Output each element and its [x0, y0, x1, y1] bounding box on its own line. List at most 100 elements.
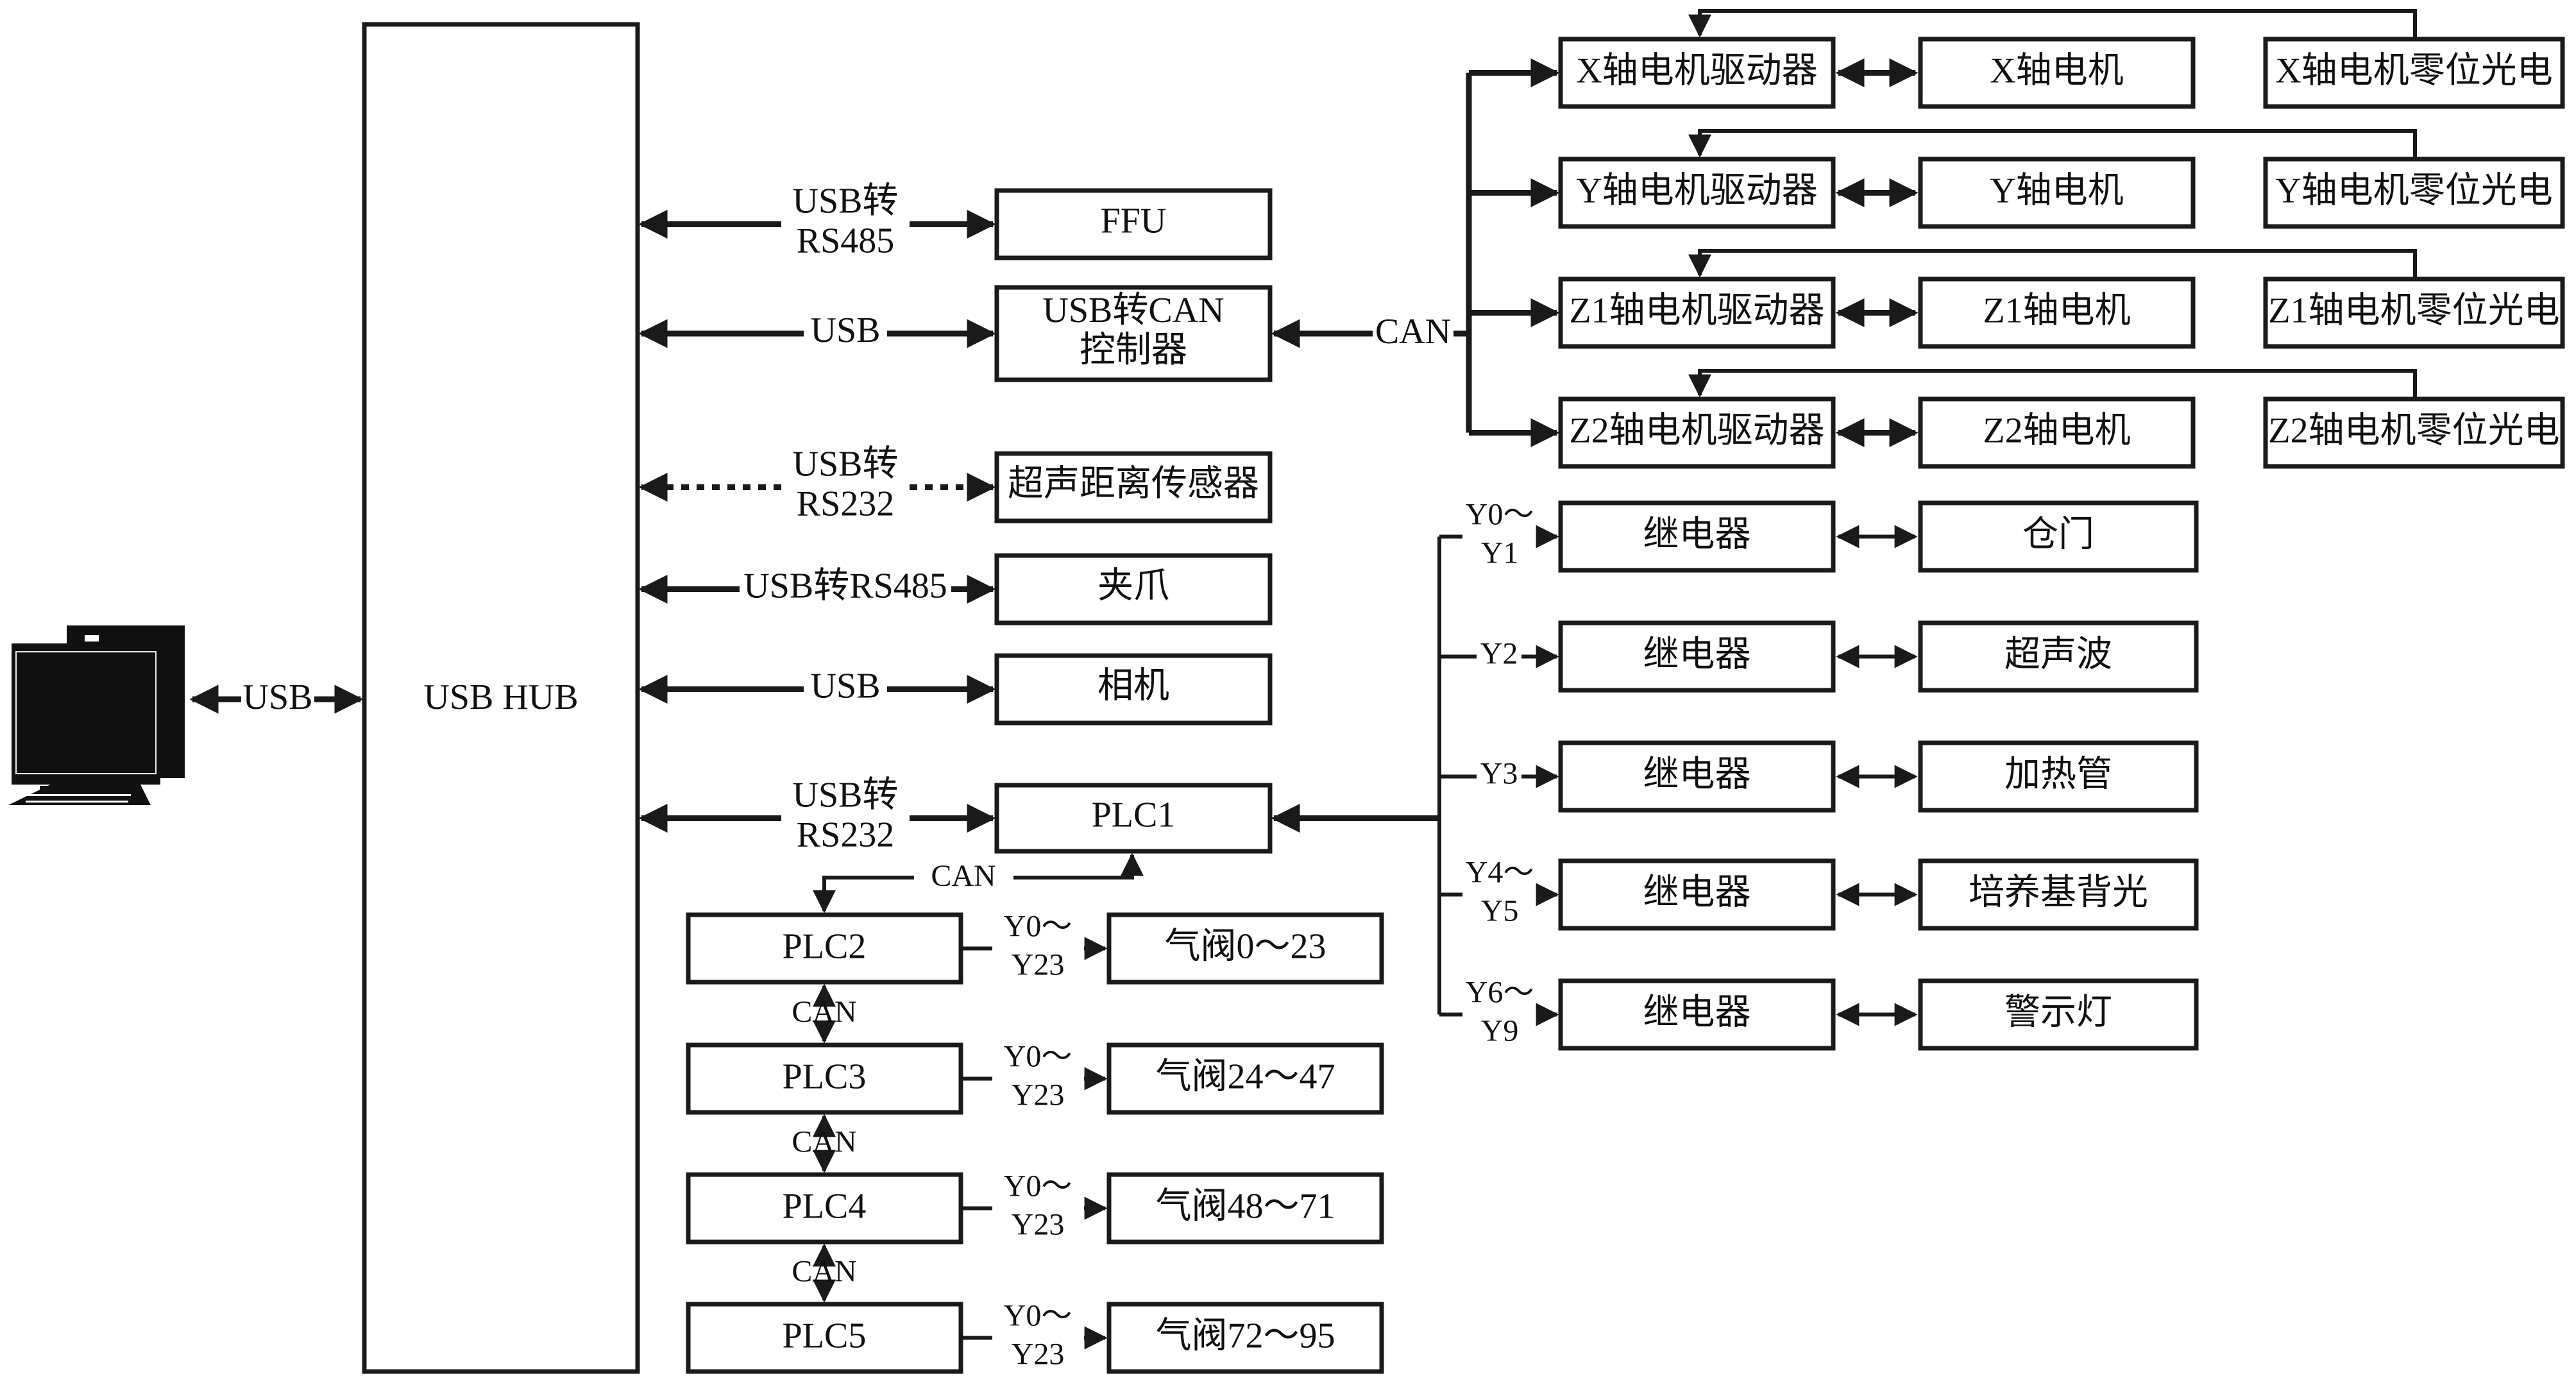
- motor-driver-label: Z1轴电机驱动器: [1569, 291, 1824, 330]
- plc-port-label: Y23: [1012, 948, 1065, 982]
- plc1-port-label: Y0～: [1466, 498, 1534, 532]
- hub-link-label: USB: [811, 666, 881, 706]
- plc1-port-label: Y3: [1480, 757, 1518, 791]
- plc-can-label: CAN: [792, 1125, 856, 1159]
- plc-can-label: CAN: [792, 995, 856, 1029]
- plc-port-label: Y0～: [1004, 1169, 1072, 1203]
- can-bus-label: CAN: [1375, 312, 1451, 352]
- hub-link-label: USB转: [793, 775, 899, 815]
- hub-link-label: RS232: [797, 484, 895, 523]
- zero-sensor-label: Y轴电机零位光电: [2275, 171, 2552, 210]
- plc1-port-label: Y1: [1481, 536, 1519, 570]
- valve-label: 气阀24～47: [1156, 1057, 1335, 1096]
- usb-hub-box: [362, 22, 640, 1374]
- usb-can-controller-box-label: USB转CAN: [1042, 291, 1224, 330]
- usb-can-controller-box: [994, 285, 1273, 382]
- plc1-port-label: Y2: [1480, 637, 1518, 671]
- gripper-box-label: 夹爪: [1097, 566, 1169, 606]
- plc-box: [686, 1172, 963, 1245]
- plc-label: PLC2: [783, 926, 867, 966]
- ffu-box-label: FFU: [1101, 201, 1167, 241]
- motor-driver-box: [1558, 276, 1836, 349]
- gripper-box: [994, 553, 1273, 625]
- plc-port-label: Y23: [1012, 1338, 1065, 1372]
- plc1-port-label: Y5: [1481, 894, 1519, 928]
- motor-label: Z1轴电机: [1983, 291, 2130, 330]
- device-box: [1918, 740, 2199, 813]
- computer-usb-label: USB: [243, 677, 313, 717]
- plc-port-label: Y23: [1012, 1078, 1065, 1112]
- device-box: [1918, 620, 2199, 693]
- motor-box: [1918, 396, 2196, 469]
- zero-sensor-label: X轴电机零位光电: [2275, 51, 2552, 90]
- motor-driver-label: Z2轴电机驱动器: [1569, 411, 1824, 450]
- plc-can-label: CAN: [792, 1255, 856, 1289]
- plc-port-label: Y23: [1012, 1208, 1065, 1242]
- valve-label: 气阀48～71: [1156, 1186, 1335, 1226]
- plc1-plc2-can-line-left: [813, 876, 914, 913]
- device-label: 超声波: [2004, 634, 2112, 674]
- relay-label: 继电器: [1643, 992, 1751, 1032]
- device-box: [1918, 500, 2199, 573]
- plc1-port-label: Y9: [1481, 1014, 1519, 1048]
- zero-sensor-label: Z2轴电机零位光电: [2268, 411, 2559, 450]
- plc-can-label: CAN: [931, 859, 996, 893]
- device-label: 仓门: [2022, 514, 2094, 554]
- usb-can-controller-box-label: 控制器: [1080, 330, 1187, 370]
- relay-label: 继电器: [1643, 754, 1751, 794]
- motor-label: Z2轴电机: [1983, 411, 2130, 450]
- hub-link-label: RS232: [797, 815, 895, 854]
- device-label: 加热管: [2004, 754, 2112, 794]
- valve-box: [1106, 1042, 1384, 1115]
- relay-label: 继电器: [1643, 514, 1751, 554]
- zero-sensor-label: Z1轴电机零位光电: [2268, 291, 2559, 330]
- valve-label: 气阀72～95: [1156, 1316, 1335, 1355]
- plc-label: PLC4: [783, 1186, 867, 1226]
- zero-sensor-box: [2263, 396, 2565, 469]
- relay-box: [1558, 500, 1836, 573]
- relay-box: [1558, 620, 1836, 693]
- motor-box: [1918, 157, 2196, 229]
- desktop-computer-icon: [8, 625, 185, 810]
- motor-driver-box: [1558, 396, 1836, 469]
- sensor-feedback-line: [1688, 9, 2417, 39]
- relay-label: 继电器: [1643, 872, 1751, 912]
- ffu-box: [994, 188, 1273, 260]
- plc-port-label: Y0～: [1004, 1040, 1072, 1074]
- motor-box: [1918, 37, 2196, 109]
- hub-link-label: USB转: [793, 181, 899, 221]
- plc-port-label: Y0～: [1004, 910, 1072, 944]
- plc1-box: [994, 783, 1273, 854]
- motor-label: X轴电机: [1990, 51, 2123, 90]
- motor-driver-label: Y轴电机驱动器: [1576, 171, 1817, 210]
- motor-driver-box: [1558, 37, 1836, 109]
- sensor-feedback-line: [1688, 249, 2417, 279]
- device-label: 培养基背光: [1969, 872, 2148, 912]
- sensor-feedback-line: [1688, 369, 2417, 399]
- valve-box: [1106, 1302, 1384, 1374]
- camera-box-label: 相机: [1097, 666, 1169, 706]
- valve-label: 气阀0～23: [1165, 926, 1326, 966]
- valve-box: [1106, 1172, 1384, 1245]
- plc-label: PLC5: [783, 1316, 867, 1355]
- motor-label: Y轴电机: [1990, 171, 2123, 210]
- plc-port-label: Y0～: [1004, 1299, 1072, 1333]
- motor-driver-box: [1558, 157, 1836, 229]
- usb-hub-label: USB HUB: [423, 677, 578, 717]
- hub-link-label: RS485: [797, 221, 895, 260]
- zero-sensor-box: [2263, 157, 2565, 229]
- sensor-feedback-line: [1688, 129, 2417, 159]
- ultrasonic-sensor-box: [994, 451, 1273, 523]
- plc1-port-label: Y4～: [1466, 856, 1534, 890]
- valve-box: [1106, 912, 1384, 985]
- device-box: [1918, 978, 2199, 1051]
- relay-box: [1558, 978, 1836, 1051]
- device-label: 警示灯: [2004, 992, 2112, 1032]
- plc1-port-label: Y6～: [1466, 976, 1534, 1010]
- plc-box: [686, 1042, 963, 1115]
- relay-label: 继电器: [1643, 634, 1751, 674]
